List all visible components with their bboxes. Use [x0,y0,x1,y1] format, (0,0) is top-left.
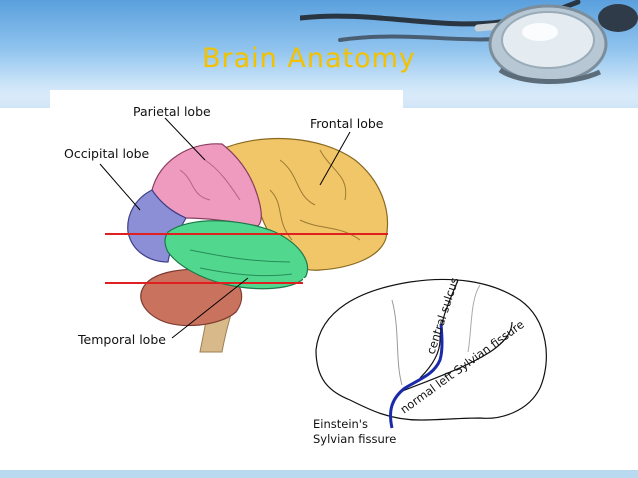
parietal-gyri [179,159,241,201]
parietal-label: Parietal lobe [133,104,211,119]
temporal-gyri [189,249,293,277]
occipital-label: Occipital lobe [64,146,150,161]
faint-sulcus-1 [391,299,403,386]
frontal-label: Frontal lobe [310,116,384,131]
einstein-label-line1: Einstein's [313,417,368,431]
faint-sulcus-2 [467,284,481,353]
occipital-leader [99,163,141,211]
hemisphere-outline [315,278,547,421]
parietal-leader [164,117,206,161]
stethoscope-image [300,0,638,85]
normal-sylvian-line [399,321,513,393]
temporal-leader [171,277,249,339]
footer-bar [0,470,638,478]
slide-title: Brain Anatomy [202,43,416,74]
frontal-leader [319,131,351,186]
einstein-label-line2: Sylvian fissure [313,432,396,446]
temporal-label: Temporal lobe [77,332,166,347]
einstein-sylvian-line [389,323,444,429]
central-sulcus-line [419,279,459,379]
temporal-lobe [164,220,308,290]
